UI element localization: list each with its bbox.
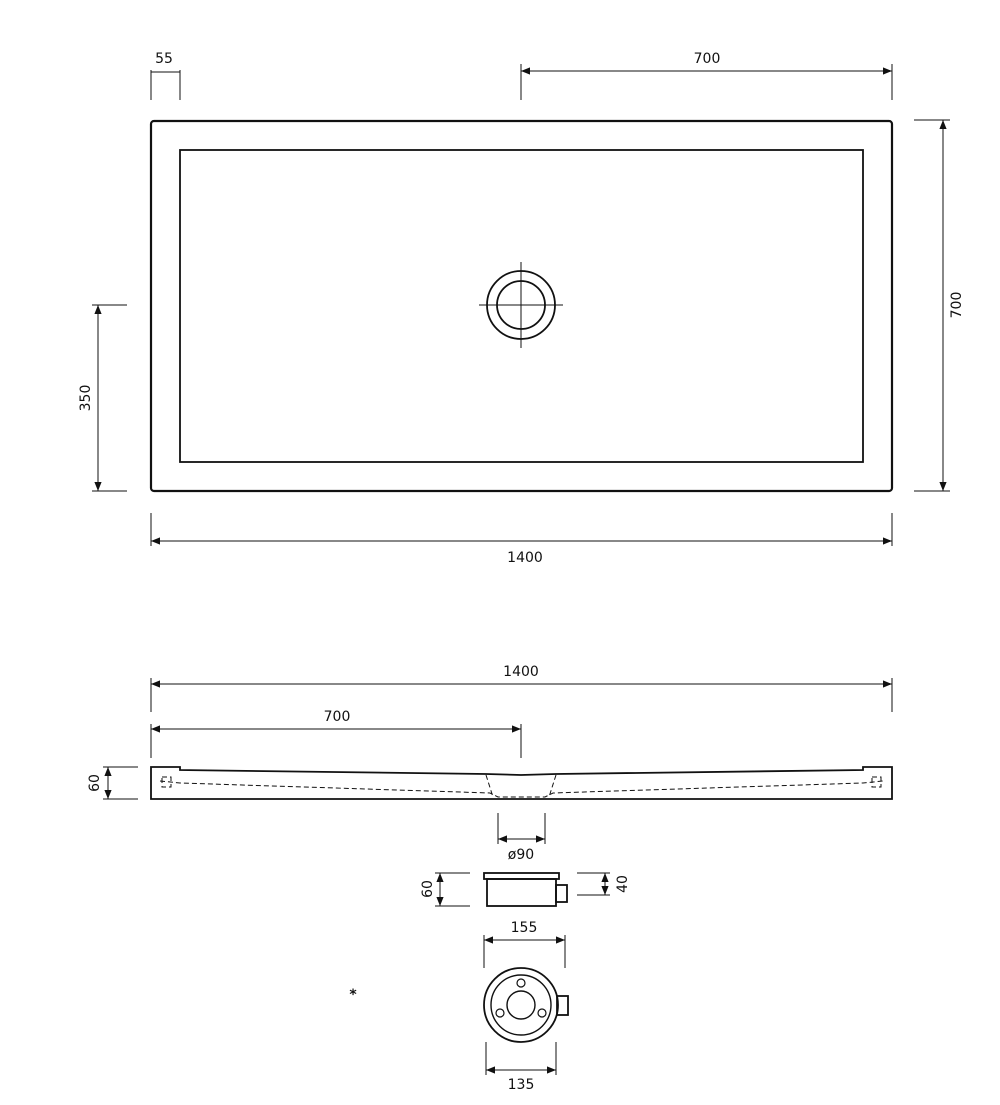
- side-dim-outlet-label: ø90: [508, 847, 534, 863]
- dimension-drain-x: 700: [520, 51, 893, 100]
- drain-detail: 60 40 155 135: [349, 872, 631, 1093]
- dimension-width: 700: [914, 119, 965, 492]
- dim-length-label: 1400: [507, 550, 543, 566]
- drain-dim-top-diameter-label: 155: [511, 920, 538, 936]
- side-dim-length-label: 1400: [503, 664, 539, 680]
- tray-inner-basin: [179, 149, 864, 463]
- drain-outlet-plan: [479, 262, 563, 348]
- drain-profile: [483, 872, 568, 907]
- side-dimension-drain-x: 700: [150, 709, 522, 758]
- dim-width-label: 700: [949, 292, 965, 319]
- drain-dim-bottom-diameter-label: 135: [508, 1077, 535, 1093]
- dimension-drain-y: 350: [78, 304, 127, 492]
- tray-internal-dashed: [159, 780, 884, 798]
- plan-view: 55 700 700 350 1400: [78, 51, 965, 566]
- drain-dimension-pipe-height: 40: [577, 872, 631, 896]
- drain-dimension-top-diameter: 155: [483, 920, 566, 968]
- tray-profile: [150, 766, 893, 800]
- tray-outline: [149, 119, 894, 493]
- side-dimension-height: 60: [87, 766, 138, 800]
- corner-foot-left: [161, 776, 172, 788]
- dim-drain-y-label: 350: [78, 385, 94, 412]
- drain-dimension-bottom-diameter: 135: [485, 1042, 557, 1093]
- dimension-length: 1400: [150, 513, 893, 566]
- drain-dimension-body-height: 60: [420, 872, 470, 907]
- corner-foot-right: [871, 776, 882, 788]
- side-dim-drain-x-label: 700: [324, 709, 351, 725]
- side-dimension-length: 1400: [150, 664, 893, 712]
- side-view: 1400 700 60 ø90: [87, 664, 893, 863]
- dimension-rim: 55: [150, 51, 181, 100]
- side-dim-height-label: 60: [87, 774, 103, 792]
- drain-plan: [483, 967, 569, 1043]
- asterisk-marker: *: [349, 987, 357, 1003]
- side-dimension-outlet: ø90: [497, 813, 546, 863]
- dim-rim-label: 55: [155, 51, 173, 67]
- dim-drain-x-label: 700: [694, 51, 721, 67]
- drain-dim-pipe-height-label: 40: [615, 875, 631, 893]
- drain-taper-left: [485, 774, 494, 798]
- drain-taper-right: [548, 774, 557, 798]
- drain-dim-body-height-label: 60: [420, 880, 436, 898]
